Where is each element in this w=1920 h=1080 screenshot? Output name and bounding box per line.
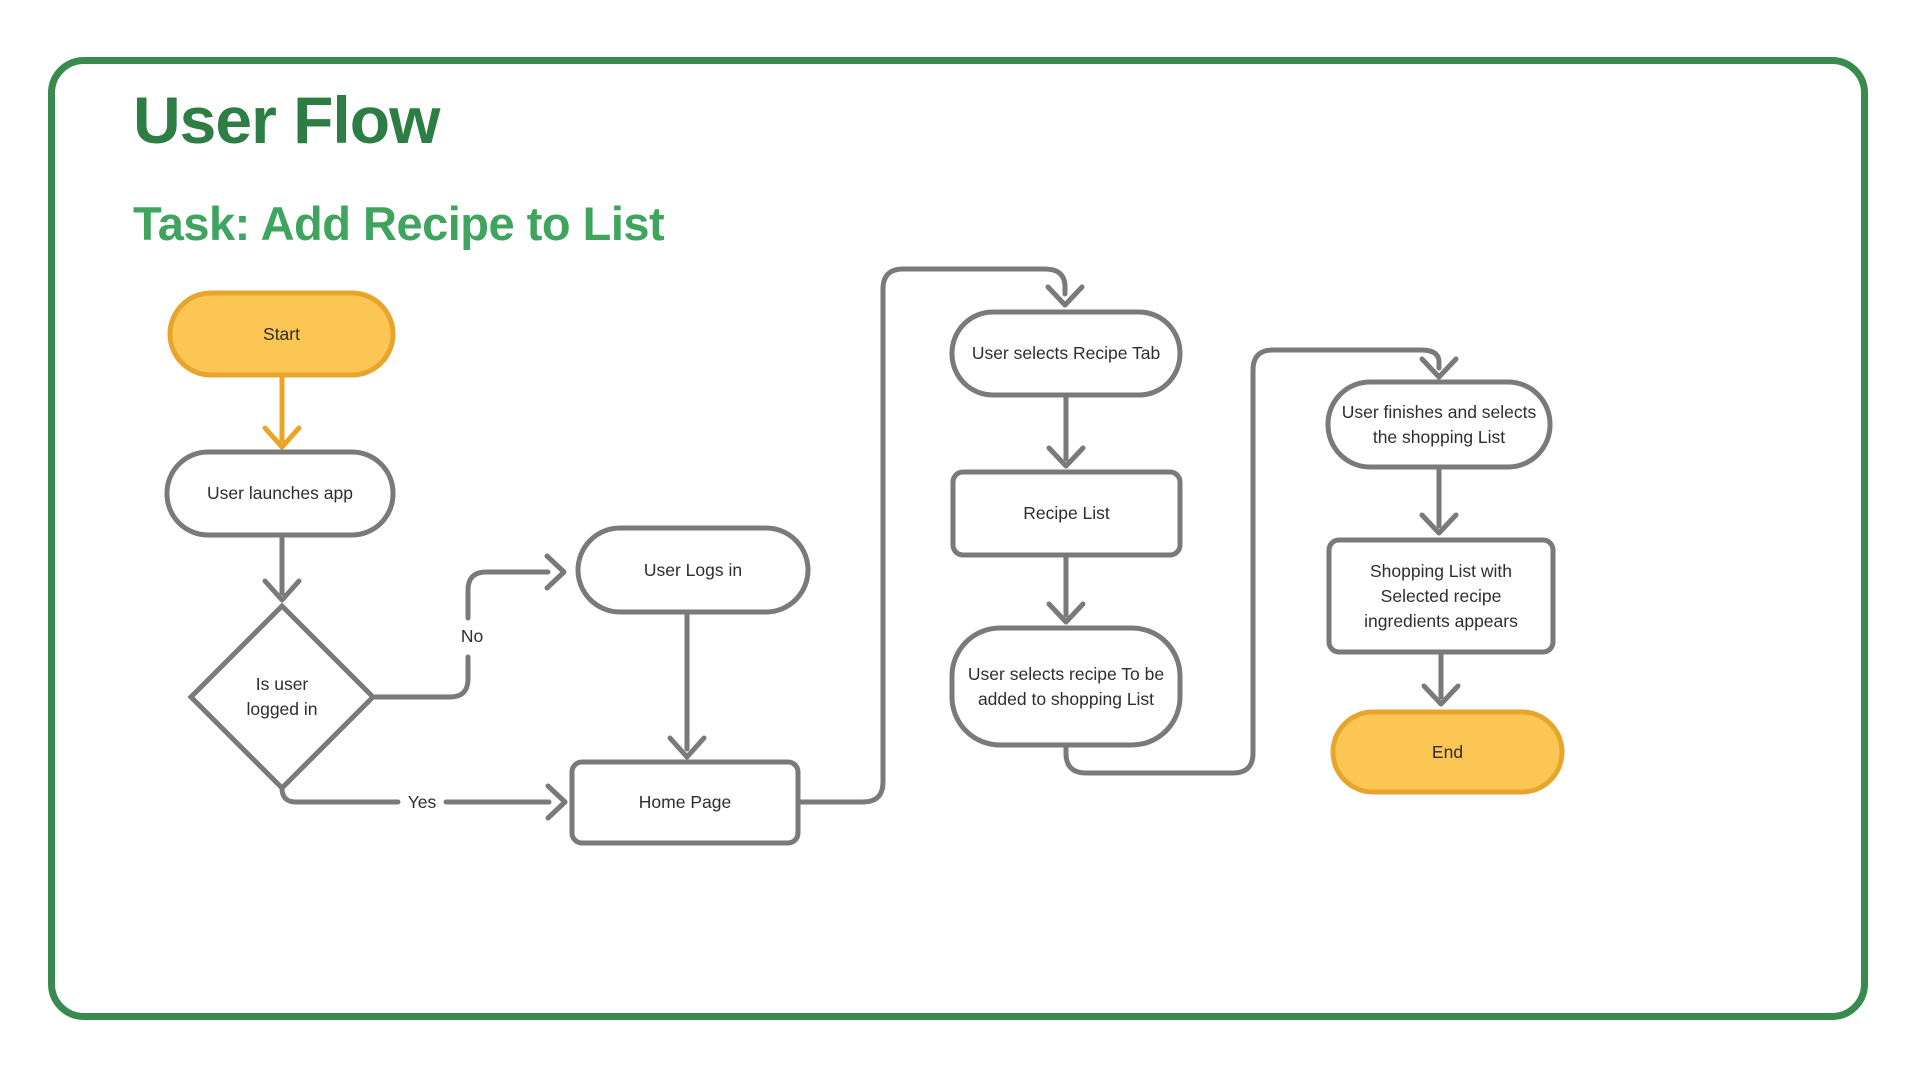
user-selects-recipe-node-shape <box>949 625 1183 748</box>
edge-home-to-recipe-tab <box>795 266 1068 805</box>
edge-label-no: No <box>460 625 484 646</box>
arrowhead-yes-to-home <box>545 783 568 821</box>
shopping-list-appears-node-shape <box>1326 537 1556 655</box>
edge-no-to-user-logs-in <box>370 569 551 700</box>
edge-label-yes: Yes <box>407 791 437 812</box>
recipe-list-node-shape <box>950 469 1183 558</box>
user-finishes-node-shape <box>1325 379 1553 470</box>
is-user-logged-in-decision-shape <box>187 602 377 792</box>
edge-selects-recipe-to-finishes <box>1063 347 1442 776</box>
arrowhead-finishes-to-shopping-list <box>1419 512 1459 536</box>
arrowhead-launch-to-decision <box>262 578 302 603</box>
arrowhead-no-to-user-logs-in <box>544 553 567 591</box>
arrowhead-selects-recipe-to-finishes <box>1419 356 1459 380</box>
arrowhead-start-to-launch <box>262 425 302 450</box>
home-page-node-shape <box>569 759 801 846</box>
arrowhead-recipe-tab-to-recipe-list <box>1046 445 1086 469</box>
arrowhead-recipe-list-to-selects-recipe <box>1046 601 1086 625</box>
arrowhead-shopping-list-to-end <box>1421 683 1461 707</box>
start-node-shape <box>167 290 396 378</box>
user-selects-recipe-tab-node-shape <box>949 309 1183 398</box>
arrowhead-home-to-recipe-tab <box>1045 284 1085 308</box>
user-logs-in-node-shape <box>575 525 811 615</box>
arrowhead-user-logs-in-to-home <box>667 735 707 760</box>
user-launches-app-node-shape <box>164 449 396 538</box>
page-title: User Flow <box>133 83 440 157</box>
end-node-shape <box>1330 709 1565 795</box>
task-subtitle: Task: Add Recipe to List <box>133 197 665 250</box>
